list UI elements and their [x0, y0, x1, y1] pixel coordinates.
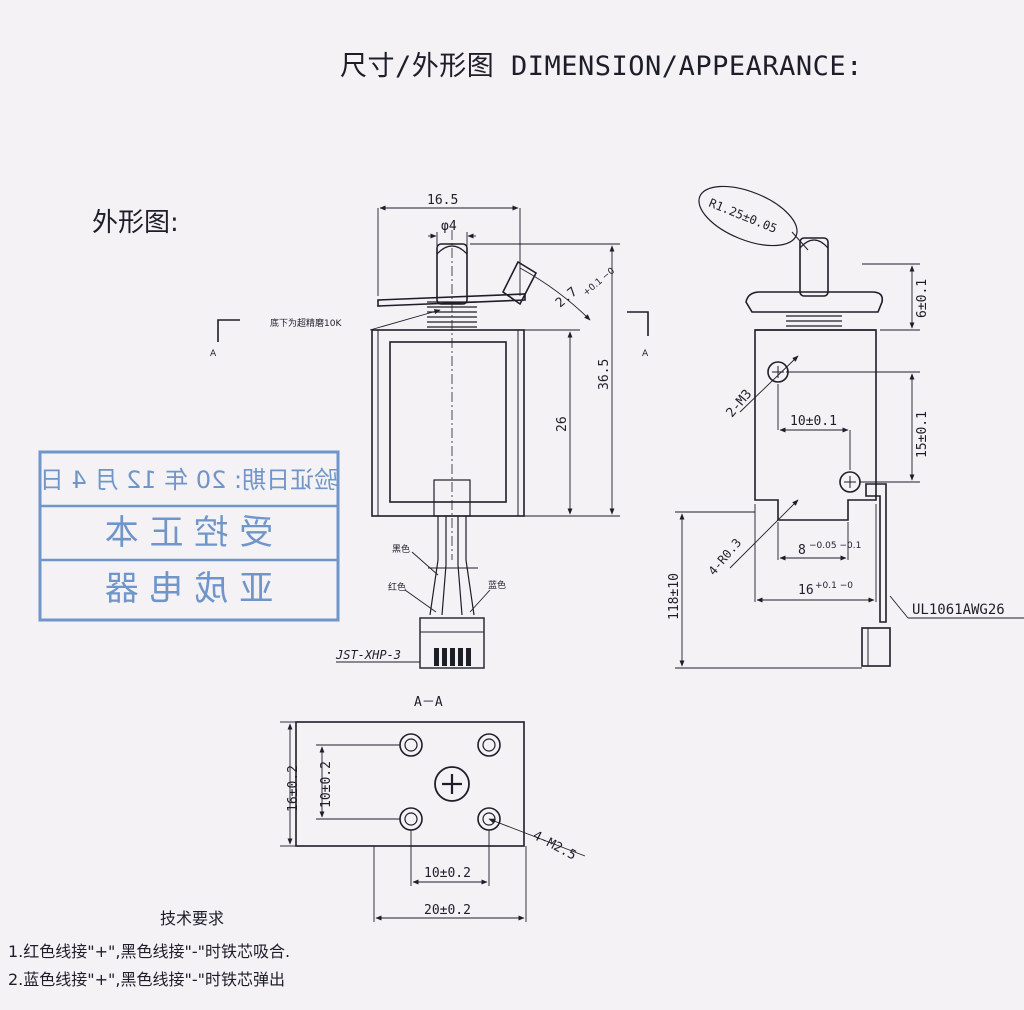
side-plunger [799, 237, 829, 297]
section-title: 外形图: [92, 208, 179, 238]
front-plunger-dia-label: φ4 [441, 219, 457, 234]
front-view-labels: 16.5 φ4 2.7 +0.1 −0 底下为超精磨10K 36.5 26 A … [210, 193, 649, 662]
section-inner-width-label: 10±0.2 [424, 866, 471, 881]
connector-label: JST-XHP-3 [335, 648, 401, 662]
front-total-height-label: 36.5 [597, 359, 612, 390]
side-top-dim-label: 6±0.1 [915, 279, 930, 318]
side-corner-radius-label: 4-R0.3 [706, 536, 745, 578]
front-width-label: 16.5 [427, 193, 458, 208]
radius-callout-bubble [698, 185, 798, 247]
side-hole-label: 2-M3 [724, 387, 756, 421]
front-note-label: 底下为超精磨10K [270, 317, 342, 329]
wire-red-label: 红色 [388, 581, 406, 593]
side-wire-length-label: 118±10 [667, 573, 682, 620]
section-title-label: A－A [414, 695, 443, 710]
stamp-row-company: 亚 成 电 器 [105, 569, 273, 609]
control-stamp: 验证日期: 20 年 12 月 4 日 受 控 正 本 亚 成 电 器 [38, 450, 340, 622]
jst-connector [419, 617, 485, 669]
section-view [280, 721, 586, 922]
side-wire-terminal [861, 627, 891, 667]
section-thread-label: 4-M2.5 [530, 828, 579, 863]
side-base-tol: +0.1 −0 [815, 581, 853, 591]
side-wire-spec-label: UL1061AWG26 [912, 602, 1005, 618]
front-top-plate [377, 293, 526, 307]
section-mark-left: A [210, 349, 217, 359]
side-view-labels: R1.25±0.05 6±0.1 2-M3 10±0.1 15±0.1 4-R0… [667, 196, 1005, 620]
side-slot-tol: −0.05 −0.1 [809, 541, 861, 551]
side-view [675, 185, 1024, 669]
section-plate [295, 721, 525, 847]
front-view [217, 205, 649, 669]
side-base-width-label: 16 [798, 583, 814, 598]
side-top-plate [745, 291, 884, 313]
section-outer-height-label: 16±0.2 [286, 765, 301, 812]
wire-blue-label: 蓝色 [488, 579, 506, 591]
section-view-labels: A－A 16±0.2 10±0.2 10±0.2 20±0.2 4-M2.5 [286, 695, 579, 918]
side-hole-spacing-label: 10±0.1 [790, 414, 837, 429]
side-wire-clip [865, 483, 887, 623]
section-center-hole [434, 766, 470, 802]
stamp-row-controlled: 受 控 正 本 [105, 513, 273, 553]
section-mark-right: A [642, 349, 649, 359]
section-outer-width-label: 20±0.2 [424, 903, 471, 918]
side-slot-label: 8 [798, 543, 806, 558]
side-radius-label: R1.25±0.05 [707, 196, 779, 236]
wire-black-label: 黑色 [392, 543, 410, 555]
side-hole-vertical-label: 15±0.1 [915, 411, 930, 458]
front-angled-tab [501, 260, 538, 306]
requirements-heading: 技术要求 [160, 909, 225, 928]
front-frame [371, 329, 525, 517]
front-frame-height-label: 26 [555, 416, 570, 432]
stamp-row-date: 验证日期: 20 年 12 月 4 日 [40, 466, 338, 494]
page-title: 尺寸/外形图 DIMENSION/APPEARANCE: [340, 51, 863, 82]
section-inner-height-label: 10±0.2 [319, 761, 334, 808]
side-body [754, 329, 877, 521]
section-mounting-holes [399, 733, 501, 831]
requirement-item-1: 1.红色线接"+",黑色线接"-"时铁芯吸合. [8, 942, 291, 961]
requirement-item-2: 2.蓝色线接"+",黑色线接"-"时铁芯弹出 [8, 970, 285, 989]
front-coil [389, 341, 507, 503]
